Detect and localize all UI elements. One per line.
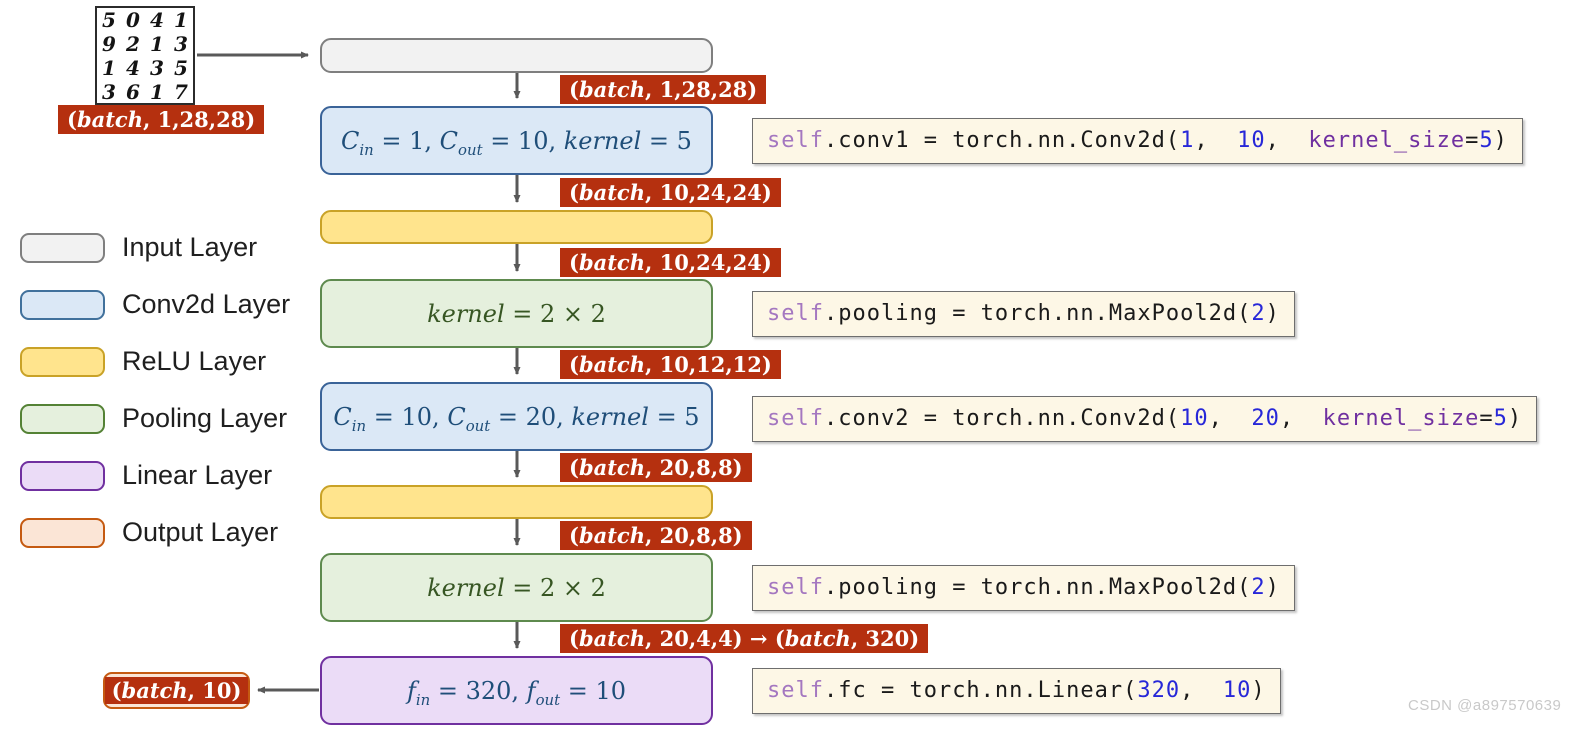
mnist-digit: 1 (102, 56, 116, 80)
mnist-digit: 4 (126, 56, 140, 80)
legend-item-output: Output Layer (20, 517, 278, 548)
conv2-params-text: Cin = 10, Cout = 20, kernel = 5 (333, 402, 700, 435)
conv1-layer-box: Cin = 1, Cout = 10, kernel = 5 (320, 106, 713, 175)
mnist-digit: 6 (126, 80, 140, 104)
conv2-layer-box: Cin = 10, Cout = 20, kernel = 5 (320, 382, 713, 451)
legend-label: Linear Layer (122, 460, 273, 490)
mnist-digit: 2 (126, 32, 140, 56)
legend-item-input: Input Layer (20, 232, 257, 263)
mnist-digit: 4 (150, 8, 164, 32)
legend-item-relu: ReLU Layer (20, 346, 266, 377)
legend-item-pooling: Pooling Layer (20, 403, 287, 434)
shape-label-input-image: (batch, 1,28,28) (58, 105, 265, 134)
legend-item-conv2d: Conv2d Layer (20, 289, 290, 320)
conv1-params-text: Cin = 1, Cout = 10, kernel = 5 (341, 126, 692, 159)
output-layer-swatch (20, 517, 105, 548)
shape-label-after-pool2-flatten: (batch, 20,4,4) → (batch, 320) (560, 624, 929, 653)
relu2-layer-box (320, 485, 713, 519)
code-pooling1: self.pooling = torch.nn.MaxPool2d(2) (752, 291, 1295, 337)
legend-label: Conv2d Layer (122, 289, 291, 319)
mnist-digit: 1 (150, 80, 164, 104)
pooling2-layer-box: kernel = 2 × 2 (320, 553, 713, 622)
mnist-digit: 1 (174, 8, 188, 32)
code-conv1: self.conv1 = torch.nn.Conv2d(1, 10, kern… (752, 118, 1523, 164)
mnist-digit: 3 (150, 56, 164, 80)
mnist-digit: 0 (126, 8, 140, 32)
shape-label-after-relu1: (batch, 10,24,24) (560, 248, 781, 277)
legend-label: Output Layer (122, 517, 279, 547)
shape-label-output: (batch, 10) (104, 677, 249, 704)
relu1-layer-box (320, 210, 713, 244)
mnist-digit: 3 (102, 80, 116, 104)
shape-label-after-pool1: (batch, 10,12,12) (560, 350, 781, 379)
mnist-digit: 5 (102, 8, 116, 32)
linear-layer-box: fin = 320, fout = 10 (320, 656, 713, 725)
pooling1-params-text: kernel = 2 × 2 (427, 299, 606, 328)
code-conv2: self.conv2 = torch.nn.Conv2d(10, 20, ker… (752, 396, 1538, 442)
relu-layer-swatch (20, 346, 105, 377)
pooling1-layer-box: kernel = 2 × 2 (320, 279, 713, 348)
linear-params-text: fin = 320, fout = 10 (407, 676, 626, 709)
code-pooling2: self.pooling = torch.nn.MaxPool2d(2) (752, 565, 1295, 611)
legend-label: Input Layer (122, 232, 258, 262)
mnist-digit: 3 (174, 32, 188, 56)
shape-label-after-input: (batch, 1,28,28) (560, 75, 767, 104)
mnist-digit: 1 (150, 32, 164, 56)
legend-item-linear: Linear Layer (20, 460, 272, 491)
mnist-digit: 7 (174, 80, 188, 104)
watermark: CSDN @a897570639 (1408, 697, 1562, 714)
shape-label-after-relu2: (batch, 20,8,8) (560, 521, 752, 550)
shape-label-after-conv2: (batch, 20,8,8) (560, 453, 752, 482)
legend-label: ReLU Layer (122, 346, 267, 376)
pooling2-params-text: kernel = 2 × 2 (427, 573, 606, 602)
code-fc: self.fc = torch.nn.Linear(320, 10) (752, 668, 1281, 714)
shape-label-after-conv1: (batch, 10,24,24) (560, 178, 781, 207)
input-layer-box (320, 38, 713, 73)
input-layer-swatch (20, 232, 105, 263)
output-layer-box: (batch, 10) (103, 672, 250, 709)
linear-layer-swatch (20, 460, 105, 491)
mnist-digit: 9 (102, 32, 116, 56)
legend-label: Pooling Layer (122, 403, 288, 433)
pooling-layer-swatch (20, 403, 105, 434)
mnist-digit: 5 (174, 56, 188, 80)
conv2d-layer-swatch (20, 289, 105, 320)
